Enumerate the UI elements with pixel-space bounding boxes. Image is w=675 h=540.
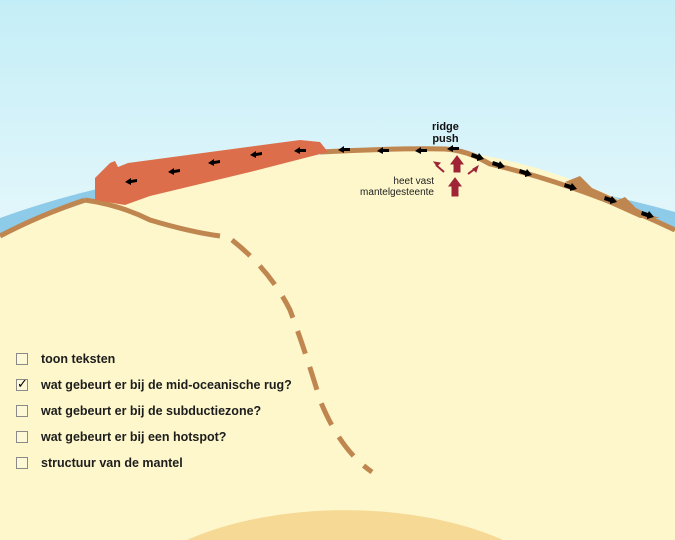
arrow-right-icon bbox=[604, 196, 617, 204]
arrow-up-right-head-icon bbox=[472, 164, 479, 173]
arrow-right-icon bbox=[641, 211, 654, 219]
subduction-dashed-line bbox=[230, 238, 374, 475]
arrow-right-icon bbox=[492, 161, 505, 169]
options-list: toon teksten ✓ wat gebeurt er bij de mid-… bbox=[16, 346, 292, 476]
option-label: toon teksten bbox=[41, 352, 116, 366]
arrow-right-icon bbox=[471, 153, 484, 161]
option-label: wat gebeurt er bij een hotspot? bbox=[41, 430, 227, 444]
arrow-left-icon bbox=[338, 146, 350, 153]
checkmark-icon: ✓ bbox=[17, 376, 28, 391]
arrow-right-icon bbox=[564, 183, 577, 191]
option-hotspot[interactable]: wat gebeurt er bij een hotspot? bbox=[16, 424, 292, 450]
arrow-up-left-head-icon bbox=[432, 161, 442, 167]
arrow-up-icon bbox=[448, 177, 462, 197]
option-show-texts[interactable]: toon teksten bbox=[16, 346, 292, 372]
option-mantle-structure[interactable]: structuur van de mantel bbox=[16, 450, 292, 476]
checkbox[interactable] bbox=[16, 405, 28, 417]
checkbox[interactable] bbox=[16, 353, 28, 365]
arrow-left-icon bbox=[415, 147, 427, 154]
checkbox[interactable] bbox=[16, 431, 28, 443]
arrow-left-icon bbox=[208, 159, 220, 166]
arrow-left-icon bbox=[294, 147, 306, 154]
arrow-up-icon bbox=[450, 155, 464, 173]
option-label: structuur van de mantel bbox=[41, 456, 183, 470]
continental-plate bbox=[95, 140, 328, 205]
checkbox[interactable] bbox=[16, 457, 28, 469]
seamounts bbox=[565, 176, 660, 218]
ridge-push-label: ridge push bbox=[432, 121, 459, 145]
ridge-label-line2: push bbox=[432, 133, 459, 145]
arrow-left-icon bbox=[168, 168, 180, 175]
mantle-label-line2: mantelgesteente bbox=[360, 187, 434, 198]
mantle-upwelling-arrows bbox=[432, 155, 479, 197]
arrow-left-icon bbox=[377, 147, 389, 154]
outer-core bbox=[187, 510, 503, 540]
subduction-slab-line bbox=[84, 197, 221, 239]
option-mid-ocean-ridge[interactable]: ✓ wat gebeurt er bij de mid-oceanische ru… bbox=[16, 372, 292, 398]
arrow-right-icon bbox=[519, 169, 532, 177]
checkbox[interactable]: ✓ bbox=[16, 376, 28, 391]
arrow-left-icon bbox=[250, 151, 262, 158]
arrow-left-icon bbox=[447, 145, 459, 152]
mantle-label-line1: heet vast bbox=[393, 176, 434, 187]
arrow-left-icon bbox=[125, 178, 137, 185]
option-subduction-zone[interactable]: wat gebeurt er bij de subductiezone? bbox=[16, 398, 292, 424]
mantle bbox=[0, 149, 675, 540]
option-label: wat gebeurt er bij de mid-oceanische rug… bbox=[41, 378, 292, 392]
option-label: wat gebeurt er bij de subductiezone? bbox=[41, 404, 262, 418]
plate-motion-arrows bbox=[125, 145, 654, 219]
ridge-label-line1: ridge bbox=[432, 121, 459, 133]
mantle-rock-label: heet vast mantelgesteente bbox=[350, 176, 434, 198]
